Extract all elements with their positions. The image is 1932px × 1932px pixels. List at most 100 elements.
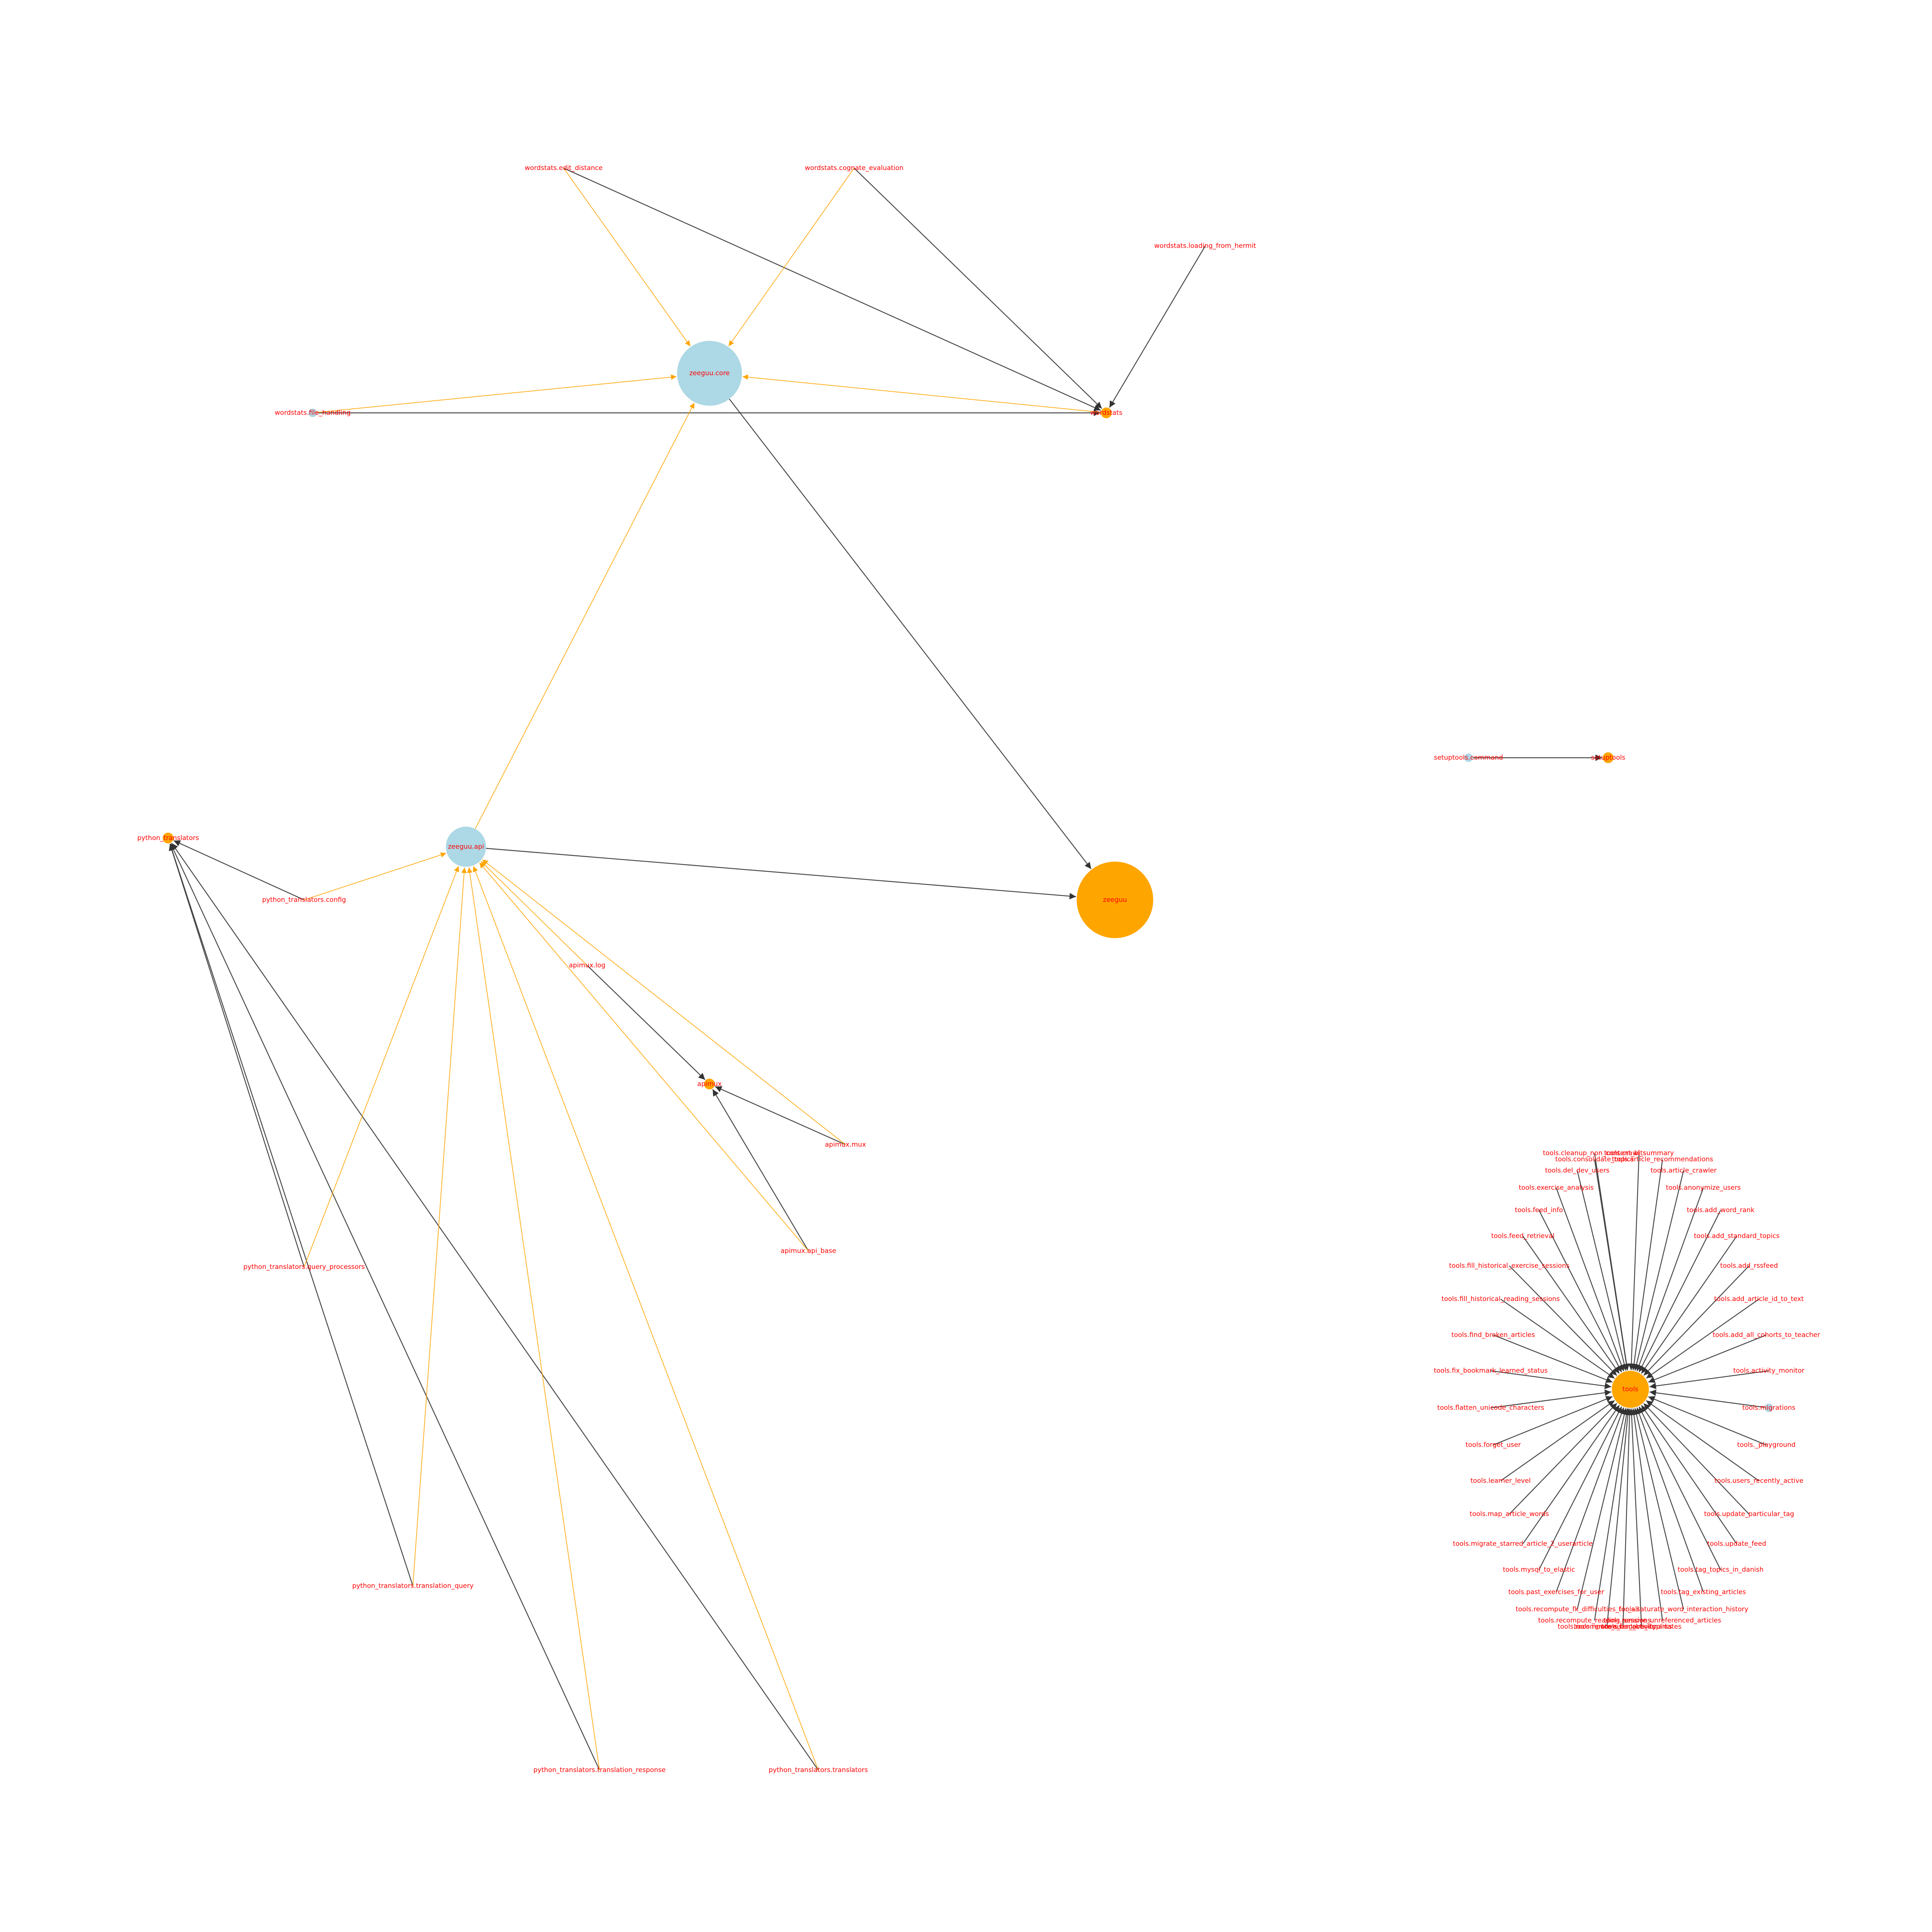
edge-tools-add-all-cohorts-to-teacher-to-tools <box>1648 1334 1767 1383</box>
edges-layer <box>168 168 1769 1770</box>
edge-zeeguu-core-to-zeeguu <box>729 398 1092 869</box>
node-zeeguu <box>1077 861 1153 938</box>
node-label-tools-fill-historical-exercise-sessions: tools.fill_historical_exercise_sessions <box>1449 1262 1570 1270</box>
node-label-tools-remove-unreferenced-articles: tools.remove_unreferenced_articles <box>1604 1617 1721 1624</box>
node-label-tools-recompute-fk-difficulties-for-all: tools.recompute_fk_difficulties_for_all <box>1515 1605 1639 1613</box>
node-label-tools-find-broken-articles: tools.find_broken_articles <box>1451 1331 1535 1339</box>
edge-tools-tag-existing-articles-to-tools <box>1636 1407 1704 1592</box>
node-label-tools-saturate-word-interaction-history: tools.saturate_word_interaction_history <box>1619 1605 1748 1613</box>
edge-tools-playground-to-tools <box>1648 1396 1767 1446</box>
edge-tools-learner-level-to-tools <box>1500 1400 1615 1481</box>
edge-tools-fill-historical-exercise-sessions-to-tools <box>1509 1265 1617 1376</box>
node-label-tools-fill-historical-reading-sessions: tools.fill_historical_reading_sessions <box>1442 1295 1560 1303</box>
edge-tools-update-feed-to-tools <box>1641 1405 1737 1544</box>
node-label-tools-update-feed: tools.update_feed <box>1707 1540 1766 1548</box>
node-label-wordstats-file-handling: wordstats.file_handling <box>275 409 351 417</box>
edge-tools-migrations-to-tools <box>1649 1389 1765 1408</box>
edge-python-translators-config-to-zeeguu-api <box>304 852 447 900</box>
node-label-tools-remove-duplicates: tools.remove_duplicates <box>1602 1623 1682 1631</box>
edge-tools-recompute-user-activity-to-tools <box>1606 1408 1631 1627</box>
edge-tools-find-broken-articles-to-tools <box>1493 1334 1613 1383</box>
node-label-tools-crawl-summary: tools.crawl_summary <box>1604 1150 1674 1157</box>
edge-tools-forget-user-to-tools <box>1493 1396 1613 1446</box>
edge-tools-anonymize-users-to-tools <box>1636 1187 1704 1372</box>
edge-apimux-mux-to-apimux <box>715 1086 846 1145</box>
edge-python-translators-translation-response-to-zeeguu-api <box>467 867 600 1770</box>
edge-tools-add-rssfeed-to-tools <box>1643 1265 1750 1376</box>
node-label-zeeguu-api: zeeguu.api <box>448 843 484 850</box>
edge-wordstats-to-zeeguu-core <box>742 374 1101 413</box>
edge-tools-recompute-fk-difficulties-for-all-to-tools <box>1577 1408 1628 1610</box>
edge-tools-tag-topics-in-danish-to-tools <box>1638 1406 1721 1570</box>
edge-tools-crawl-summary-to-tools <box>1628 1153 1639 1370</box>
node-label-tools-recompute-reading-sessions: tools.recompute_reading_sessions <box>1538 1617 1651 1624</box>
edge-tools-article-recommendations-to-tools <box>1631 1159 1663 1371</box>
node-label-zeeguu-core: zeeguu.core <box>689 369 730 377</box>
edge-wordstats-file-handling-to-zeeguu-core <box>317 374 677 413</box>
node-label-tools-forget-user: tools.forget_user <box>1466 1441 1521 1449</box>
node-label-tools-feed-retrieval: tools.feed_retrieval <box>1491 1232 1554 1240</box>
edge-wordstats-edit-distance-to-zeeguu-core <box>563 168 691 347</box>
node-setuptools-command <box>1464 753 1473 762</box>
node-zeeguu-api <box>446 827 486 867</box>
node-label-tools-migrations: tools.migrations <box>1742 1404 1795 1412</box>
node-label-tools-mysql-to-elastic: tools.mysql_to_elastic <box>1503 1566 1575 1574</box>
edge-tools-recompute-reading-sessions-to-tools <box>1594 1408 1630 1621</box>
edge-tools-exercise-analysis-to-tools <box>1556 1187 1625 1372</box>
node-label-wordstats: wordstats <box>1090 409 1122 417</box>
node-label-apimux-mux: apimux.mux <box>825 1141 866 1148</box>
node-label-tools-remove-bad-bookmarks: tools.remove_bad_bookmarks <box>1574 1623 1672 1631</box>
node-zeeguu-core <box>677 341 742 406</box>
node-label-apimux-api-base: apimux.api_base <box>781 1247 836 1255</box>
node-label-python-translators-translation-response: python_translators.translation_response <box>533 1766 665 1774</box>
node-label-tools-learner-level: tools.learner_level <box>1471 1477 1531 1485</box>
edge-tools-activity-monitor-to-tools <box>1649 1370 1769 1389</box>
edge-python-translators-query-processors-to-zeeguu-api <box>303 866 459 1267</box>
edge-python-translators-config-to-python-translators <box>173 840 304 900</box>
node-label-tools-past-exercises-for-user: tools.past_exercises_for_user <box>1508 1588 1604 1596</box>
node-label-tools-del-dev-users: tools.del_dev_users <box>1545 1167 1610 1174</box>
node-label-wordstats-edit-distance: wordstats.edit_distance <box>525 164 603 172</box>
node-setuptools <box>1602 752 1614 763</box>
node-label-tools-exercise-analysis: tools.exercise_analysis <box>1519 1184 1594 1192</box>
edge-tools-add-word-rank-to-tools <box>1638 1210 1721 1372</box>
edge-tools-del-dev-users-to-tools <box>1577 1170 1628 1371</box>
edge-apimux-mux-to-zeeguu-api <box>482 859 846 1145</box>
edge-tools-remove-unreferenced-articles-to-tools <box>1631 1408 1663 1621</box>
edge-tools-consolidate-topics-to-tools <box>1594 1159 1630 1371</box>
edge-zeeguu-api-to-zeeguu-core <box>474 403 695 829</box>
node-label-tools-anonymize-users: tools.anonymize_users <box>1666 1184 1741 1192</box>
node-label-python-translators: python_translators <box>137 834 199 842</box>
node-label-tools-article-crawler: tools.article_crawler <box>1650 1167 1716 1174</box>
edge-tools-saturate-word-interaction-history-to-tools <box>1633 1408 1684 1610</box>
edge-tools-map-article-words-to-tools <box>1509 1403 1617 1515</box>
edge-tools-feed-info-to-tools <box>1538 1210 1622 1372</box>
edge-tools-past-exercises-for-user-to-tools <box>1556 1407 1625 1592</box>
node-label-tools-add-word-rank: tools.add_word_rank <box>1687 1206 1754 1214</box>
node-label-tools-activity-monitor: tools.activity_monitor <box>1733 1367 1804 1375</box>
node-python-translators <box>163 832 174 844</box>
node-wordstats <box>1101 407 1112 418</box>
edge-wordstats-edit-distance-to-wordstats <box>563 168 1101 411</box>
node-tools-migrations <box>1764 1403 1773 1412</box>
edge-apimux-log-to-apimux <box>587 965 706 1080</box>
node-label-tools-cleanup-non-content-bits: tools.cleanup_non_content_bits <box>1543 1150 1646 1157</box>
edge-tools-update-particular-tag-to-tools <box>1643 1403 1750 1515</box>
node-label-tools-fix-bookmark-learned-status: tools.fix_bookmark_learned_status <box>1434 1367 1548 1375</box>
node-label-setuptools: setuptools <box>1591 754 1626 762</box>
node-label-tools-migrate-starred-article-2-userarticle: tools.migrate_starred_article_2_userarti… <box>1453 1540 1593 1548</box>
edge-python-translators-translators-to-python-translators <box>171 843 819 1770</box>
node-label-tools-users-recently-active: tools.users_recently_active <box>1714 1477 1803 1485</box>
node-label-tools-add-rssfeed: tools.add_rssfeed <box>1720 1262 1778 1270</box>
edge-wordstats-loading-from-hermit-to-wordstats <box>1109 245 1206 408</box>
edge-tools-remove-duplicates-to-tools <box>1628 1408 1642 1627</box>
edge-tools-remove-bad-bookmarks-to-tools <box>1622 1408 1633 1627</box>
edge-tools-migrate-starred-article-2-userarticle-to-tools <box>1522 1405 1620 1544</box>
edge-python-translators-translation-response-to-python-translators <box>170 843 600 1770</box>
edge-wordstats-cognate-evaluation-to-wordstats <box>854 168 1102 409</box>
edge-apimux-api-base-to-apimux <box>712 1089 809 1252</box>
edge-python-translators-translation-query-to-zeeguu-api <box>412 867 467 1586</box>
edge-apimux-log-to-zeeguu-api <box>480 861 588 966</box>
node-label-tools-playground: tools._playground <box>1737 1441 1796 1449</box>
